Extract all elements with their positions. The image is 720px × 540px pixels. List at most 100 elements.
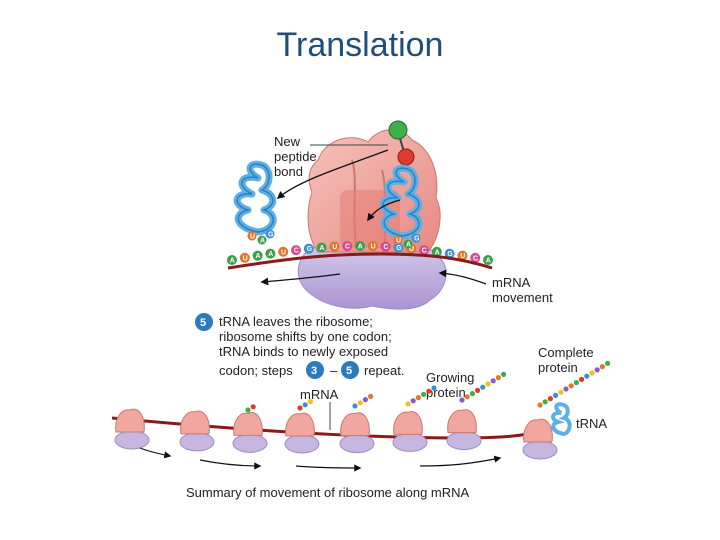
trna-bound: [379, 164, 423, 240]
label-growing-protein: Growing protein: [426, 370, 478, 400]
amino-acid-bead: [405, 401, 411, 407]
mini-ribosome-small: [114, 430, 150, 450]
label-mrna-movement: mRNA movement: [492, 275, 553, 305]
mini-ribosome-large: [340, 412, 370, 437]
label-trna: tRNA: [576, 416, 607, 431]
codon-bead: [278, 246, 289, 257]
amino-acid-bead: [431, 385, 437, 391]
mini-ribosome-large: [447, 409, 477, 434]
amino-acid-bead: [307, 399, 313, 405]
page-title: Translation: [276, 26, 444, 64]
amino-acid-bead: [584, 373, 590, 379]
codon-letter: A: [268, 251, 273, 258]
arrow-mrna-movement-1: [260, 273, 341, 286]
codon-bead: [444, 248, 455, 259]
codon-bead: [470, 252, 481, 263]
amino-acid-red: [397, 148, 415, 166]
codon-bead: [239, 252, 250, 263]
step-badge-5: [195, 313, 213, 331]
amino-acid-green: [388, 120, 408, 140]
amino-acid-bead: [410, 398, 416, 404]
arrow-summary-2: [199, 459, 262, 470]
amino-acid-bead: [495, 375, 501, 381]
codon-letter: C: [473, 255, 478, 262]
amino-acid-bead: [302, 402, 308, 408]
amino-acid-bead: [352, 403, 358, 409]
amino-acid-bead: [459, 397, 465, 403]
codon-bead: [457, 250, 468, 261]
amino-acid-bead: [579, 376, 585, 382]
codon-bead: [342, 241, 353, 252]
mini-ribosome-large: [393, 411, 423, 435]
amino-acid-bead: [568, 383, 574, 389]
codon-bead: [393, 242, 404, 253]
codon-letter: A: [358, 244, 363, 251]
codon-letter: G: [447, 251, 453, 258]
protein-chains: [245, 360, 611, 413]
codon-bead: [367, 241, 378, 252]
codon-letter: A: [486, 258, 491, 265]
step-badge-5-number: 5: [200, 317, 206, 329]
mrna-strand-main: [227, 252, 493, 270]
codon-letter: A: [255, 253, 260, 260]
codon-letter: U: [281, 249, 286, 256]
codon-letter: A: [230, 258, 235, 265]
arrow-summary-4: [419, 455, 502, 467]
codon-bead: [316, 242, 327, 253]
label-complete-protein: Complete protein: [538, 345, 597, 375]
label-mrna: mRNA: [300, 387, 339, 402]
anticodon-letter: U: [396, 238, 401, 245]
amino-acid-bead: [421, 391, 427, 397]
amino-acid-bead: [599, 364, 606, 370]
anticodon-bead: [257, 235, 267, 245]
anticodon-letter: G: [414, 236, 420, 243]
codon-letter: C: [294, 248, 299, 255]
amino-acid-bead: [605, 360, 611, 366]
codon-bead: [419, 245, 429, 256]
codon-bead: [380, 241, 391, 252]
step5-repeat: repeat.: [364, 363, 404, 378]
mini-ribosome-small: [232, 433, 268, 453]
arrow-summary-1: [139, 447, 172, 459]
mini-ribosome-large: [233, 412, 263, 436]
anticodon-bead: [393, 235, 403, 245]
amino-acid-bead: [368, 393, 374, 399]
amino-acid-bead: [537, 402, 543, 408]
mini-ribosome-small: [392, 432, 428, 452]
arrow-bond: [367, 199, 401, 222]
codon-letter: C: [345, 244, 350, 251]
codon-bead: [483, 255, 493, 265]
steps-dash: –: [330, 363, 338, 378]
arrow-summary-3: [295, 464, 362, 472]
amino-acid-bead: [415, 395, 421, 401]
amino-acid-bead: [362, 397, 368, 403]
codon-bead: [291, 245, 301, 256]
codon-letter: G: [396, 245, 402, 252]
mini-ribosome-large: [523, 418, 553, 443]
amino-acid-bead: [480, 384, 486, 390]
codon-letter: G: [307, 246, 313, 253]
summary-strip: [111, 402, 558, 472]
amino-acid-bead: [464, 394, 470, 400]
codon-letter: U: [371, 244, 376, 251]
amino-acid-bead: [357, 400, 363, 406]
codon-letter: C: [422, 248, 427, 255]
amino-acid-bead: [553, 392, 559, 398]
anticodon-bead: [403, 239, 413, 249]
amino-acid-bead: [485, 381, 491, 387]
codon-bead: [431, 246, 442, 257]
step5-description: tRNA leaves the ribosome; ribosome shift…: [219, 314, 395, 378]
mini-ribosome-small: [446, 431, 482, 451]
arrow-new-peptide: [276, 149, 389, 199]
amino-acid-bead: [475, 387, 481, 393]
codon-letter: U: [409, 246, 414, 253]
amino-acid-bead: [490, 378, 496, 384]
amino-acid-bead: [469, 391, 475, 397]
amino-acid-bead: [547, 396, 554, 402]
amino-acid-bead: [250, 404, 256, 410]
mini-ribosome-small: [522, 440, 558, 460]
codon-bead: [227, 255, 237, 265]
mini-ribosome-large: [115, 408, 145, 433]
step-badge-5b-number: 5: [346, 365, 352, 377]
